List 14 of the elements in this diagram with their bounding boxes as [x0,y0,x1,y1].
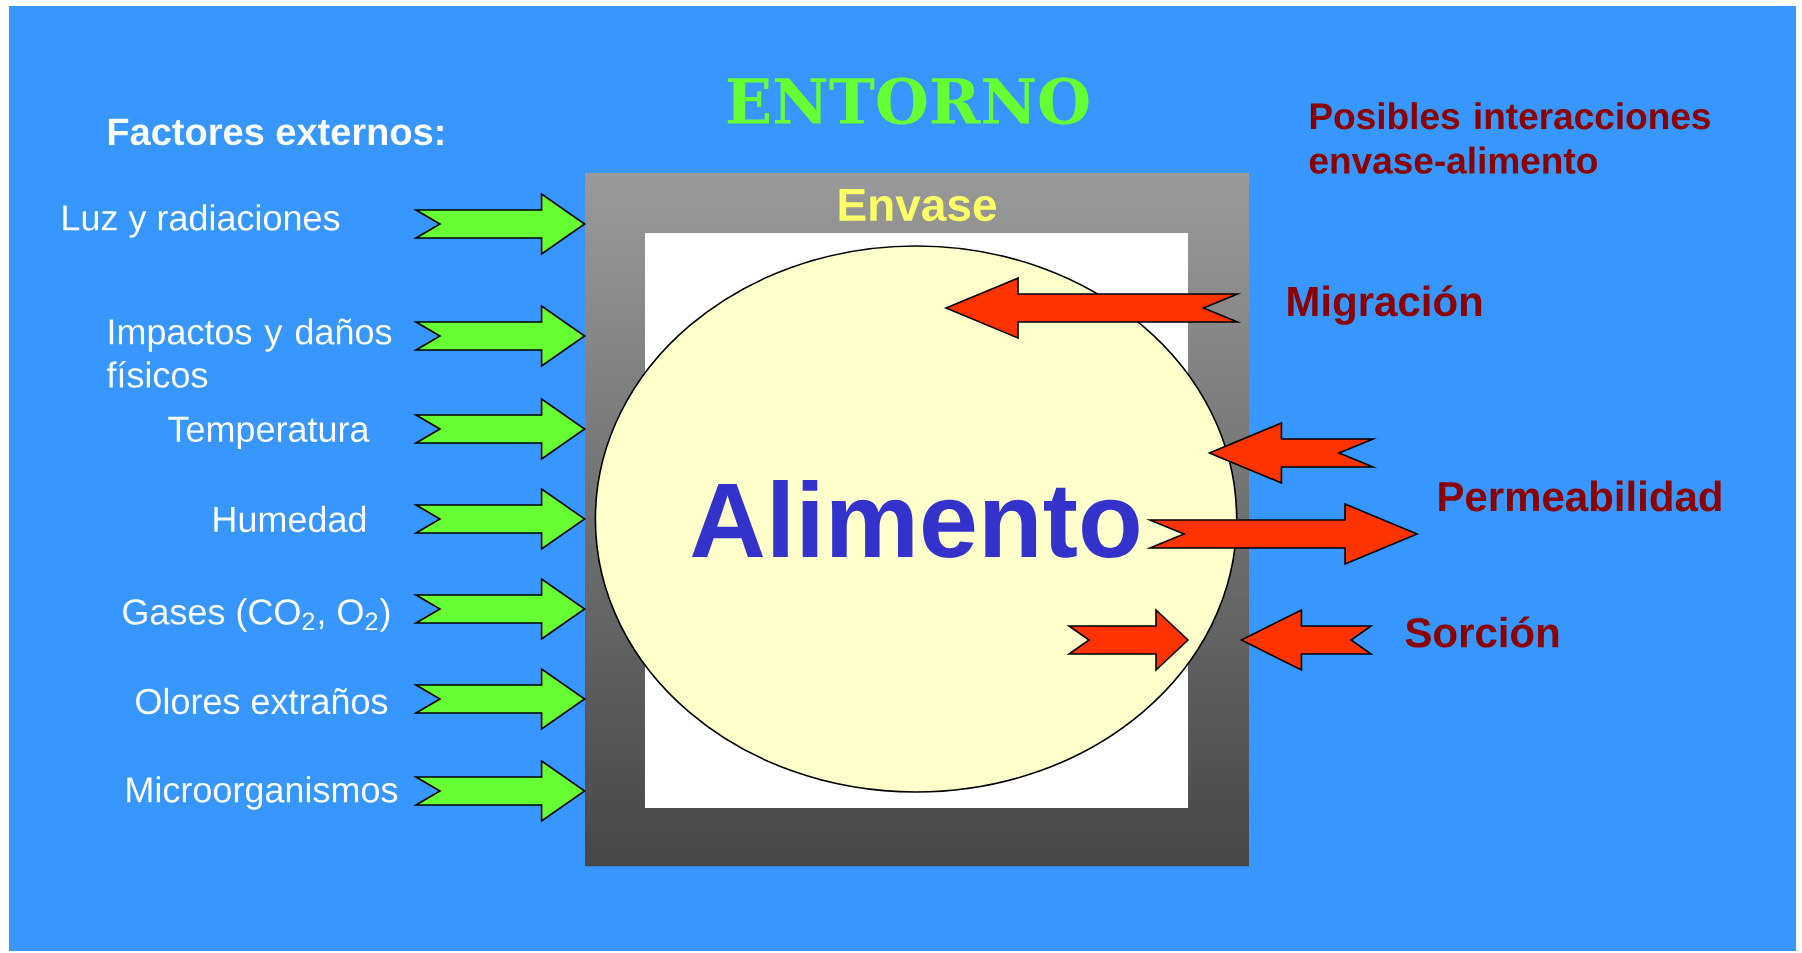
label: Factores externos: [108,118,443,146]
factor-label: Luz y radiaciones [63,204,340,238]
label: Posibles interacciones envase-alimento [1309,102,1710,174]
label: Migración [1288,285,1482,325]
factor-label: Temperatura [168,416,370,450]
factor-label: Microorganismos [127,776,398,810]
label: Permeabilidad [1439,480,1721,512]
factor-label: Gases (CO$_{2}$, O$_{2}$) [123,598,390,632]
node-label: Envase [839,189,996,222]
title: ENTORNO [727,77,1089,125]
factor-label: Humedad [214,505,366,533]
label: Sorción [1405,616,1559,648]
factor-label: Impactos y daños físicos [106,318,392,388]
factor-label: Olores extraños [136,687,388,715]
